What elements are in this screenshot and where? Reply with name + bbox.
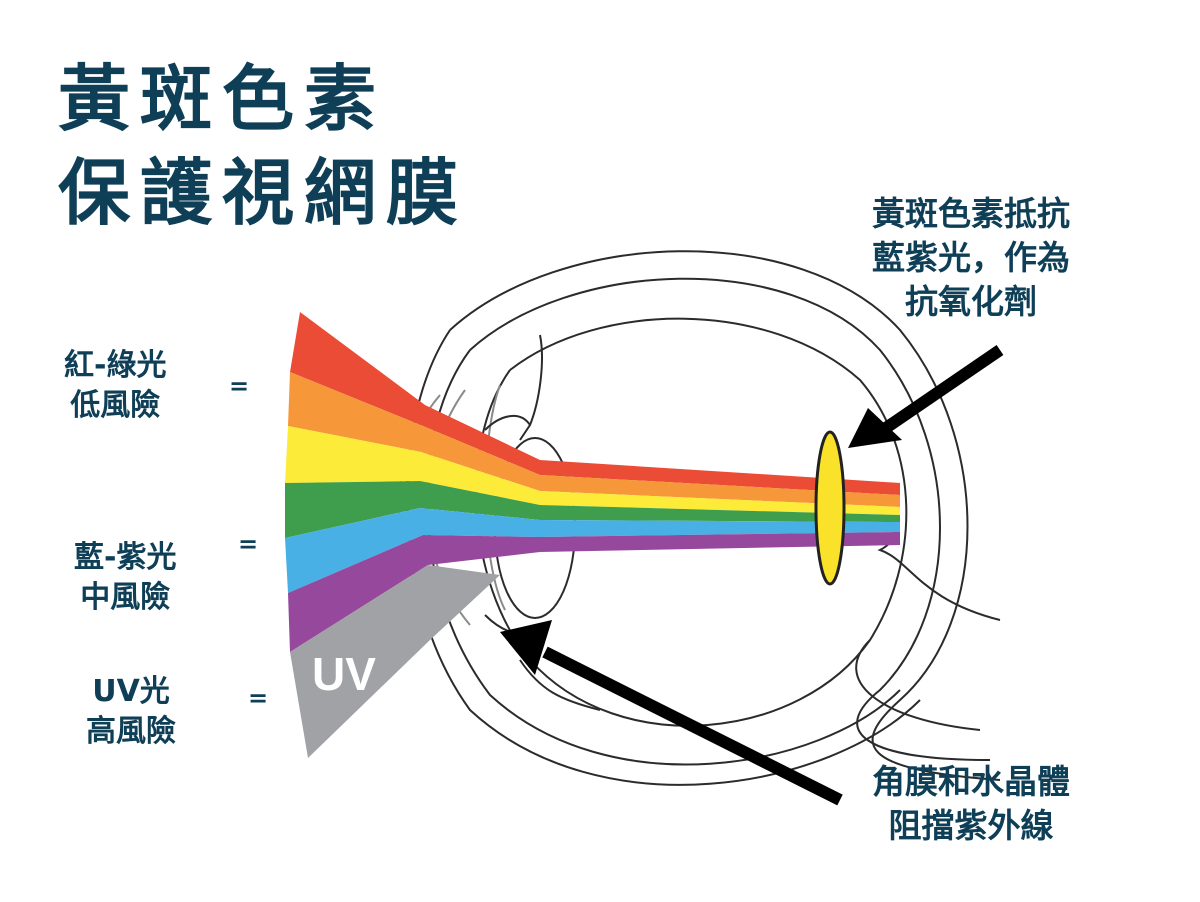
uv-band-label: UV xyxy=(312,648,376,700)
title-line-1: 黃斑色素 xyxy=(58,57,387,141)
risk-label-uv-line1: UV光 xyxy=(92,674,170,709)
risk-label-red-green-line1: 紅-綠光 xyxy=(64,348,167,383)
ciliary-top xyxy=(529,334,543,426)
lens-annotation: 角膜和水晶體 阻擋紫外線 xyxy=(872,760,1070,848)
lens-annotation-line1: 角膜和水晶體 xyxy=(872,762,1070,801)
risk-label-red-green: 紅-綠光 低風險 xyxy=(64,346,166,426)
band-uv xyxy=(290,565,500,758)
risk-equals-uv: = xyxy=(248,684,269,712)
lens-annotation-line2: 阻擋紫外線 xyxy=(888,806,1054,845)
page-title: 黃斑色素 保護視網膜 xyxy=(58,52,468,240)
risk-label-blue-violet: 藍-紫光 中風險 xyxy=(74,538,176,618)
arrow-to-lens xyxy=(500,620,843,806)
risk-equals-red-green: = xyxy=(229,372,250,400)
band-blue xyxy=(285,508,900,593)
macula-annotation-line1: 黃斑色素抵抗 xyxy=(872,194,1070,233)
risk-label-blue-violet-line2: 中風險 xyxy=(80,580,171,615)
band-red xyxy=(290,312,900,495)
macula-annotation-line3: 抗氧化劑 xyxy=(905,282,1037,321)
risk-label-uv: UV光 高風險 xyxy=(86,672,176,752)
macula-pigment xyxy=(814,430,846,586)
risk-equals-blue-violet: = xyxy=(238,530,259,558)
risk-label-uv-line2: 高風險 xyxy=(86,714,176,749)
risk-label-blue-violet-line1: 藍-紫光 xyxy=(74,540,177,575)
light-spectrum xyxy=(285,312,900,758)
ciliary-bottom xyxy=(519,659,601,711)
band-green xyxy=(285,481,900,538)
title-line-2: 保護視網膜 xyxy=(58,151,469,235)
risk-label-red-green-line2: 低風險 xyxy=(70,388,161,423)
arrow-to-macula xyxy=(848,345,1004,448)
macula-annotation-line2: 藍紫光，作為 xyxy=(872,238,1070,277)
macula-annotation: 黃斑色素抵抗 藍紫光，作為 抗氧化劑 xyxy=(872,192,1070,324)
band-purple xyxy=(288,532,900,652)
